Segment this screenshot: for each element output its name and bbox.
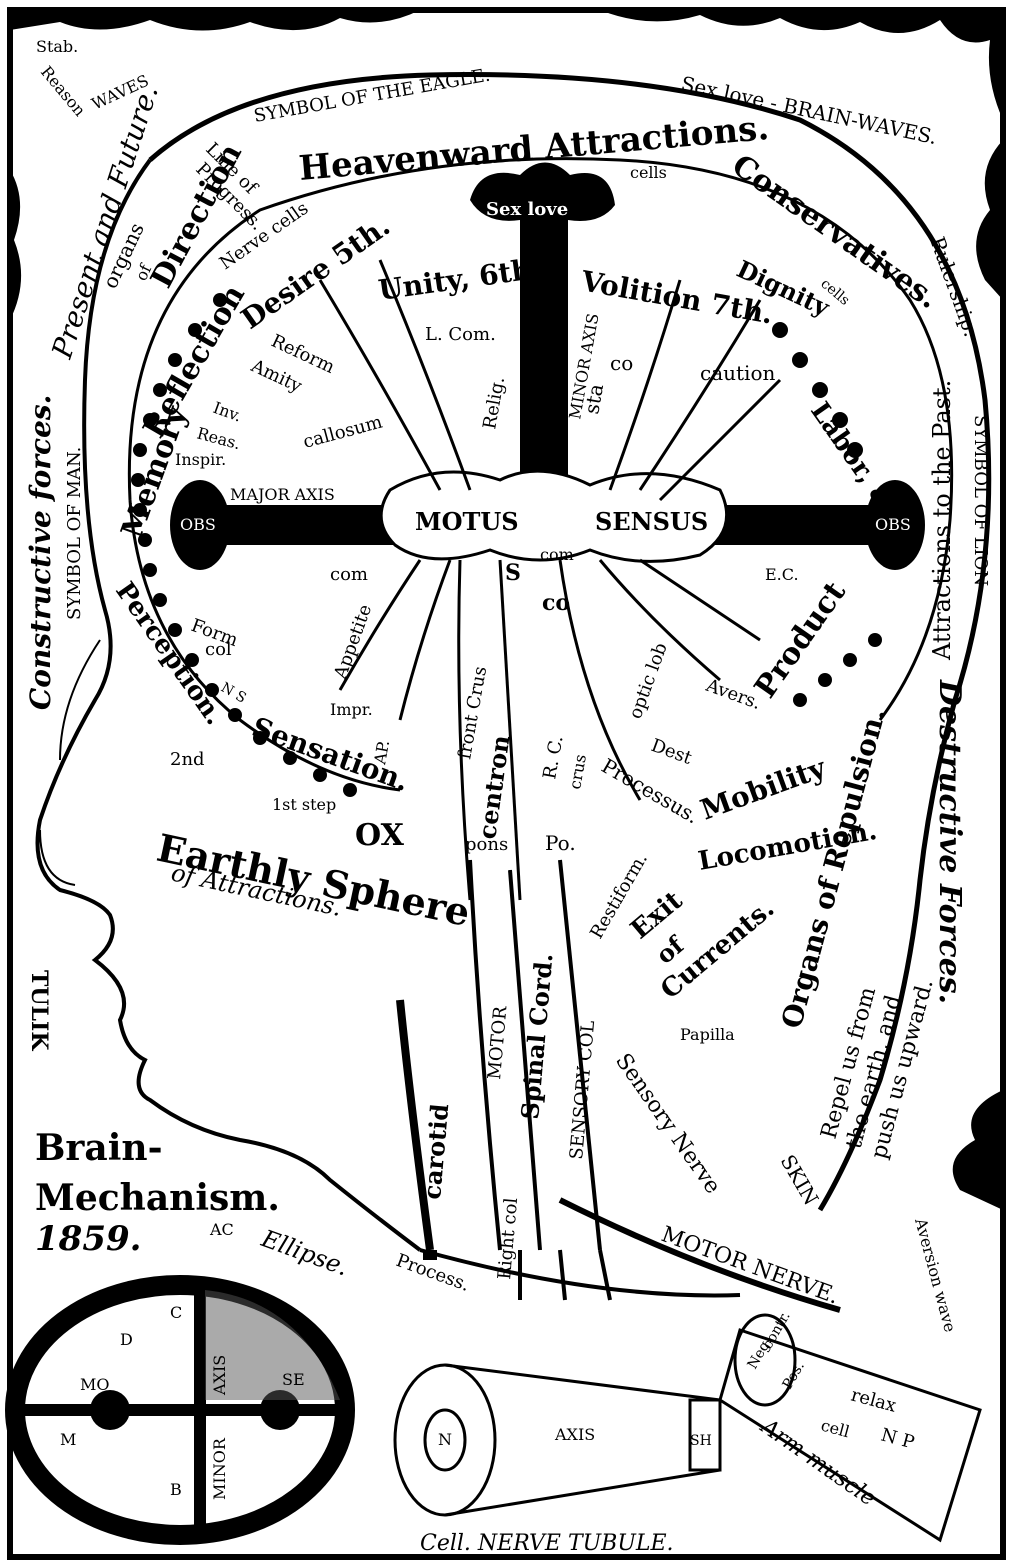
symbol-lion-label: SYMBOL OF LION xyxy=(970,415,991,586)
optic-lob-label: optic lob xyxy=(625,640,672,722)
ellipse-label: Ellipse. xyxy=(257,1224,352,1281)
beaded-nerve-chain xyxy=(131,293,882,797)
brain-label: Brain- xyxy=(35,1127,163,1169)
right-col-label: Right col xyxy=(494,1197,522,1281)
locomotion-label: Locomotion. xyxy=(696,816,879,877)
col-label: col xyxy=(205,639,232,660)
ellipse-se-label: SE xyxy=(282,1370,305,1389)
major-axis-label: MAJOR AXIS xyxy=(230,485,335,504)
cells-top-label: cells xyxy=(630,163,667,182)
ac-label: AC xyxy=(209,1220,234,1239)
sensus-label: SENSUS xyxy=(595,507,708,536)
callosum-label: callosum xyxy=(301,412,385,453)
arm-muscle xyxy=(718,1313,982,1543)
spinal-cord-label: Spinal Cord. xyxy=(515,952,558,1120)
nerve-tubule xyxy=(393,1363,722,1517)
relax-label: relax xyxy=(849,1385,899,1417)
brain-branches xyxy=(318,259,782,901)
obs-left-label: OBS xyxy=(180,515,216,534)
n-p-label: N P xyxy=(879,1425,917,1454)
caution-label: caution xyxy=(700,361,775,385)
centron-label: centron xyxy=(472,733,515,841)
attractions-past-label: Attractions to the Past. xyxy=(928,380,956,661)
corner-reason-label: Reason xyxy=(37,62,90,120)
ellipse-m-label: M xyxy=(60,1430,76,1449)
ellipse-mo-label: MO xyxy=(80,1375,110,1394)
spinal-cord xyxy=(396,859,841,1313)
head-profile xyxy=(35,72,992,1298)
axis-label: AXIS xyxy=(554,1425,595,1444)
present-future-label: Present and Future. xyxy=(45,81,165,363)
symbol-man-label: SYMBOL OF MAN. xyxy=(64,447,85,620)
aversion-wave-label: Aversion wave xyxy=(911,1215,960,1334)
n-label: N xyxy=(438,1430,452,1449)
r-c-label: R. C. xyxy=(539,734,567,781)
ox-label: OX xyxy=(355,818,405,853)
unity-label: Unity, 6th. xyxy=(376,251,543,306)
co-mark-label: co xyxy=(542,590,570,616)
pons-label: pons xyxy=(465,834,508,855)
l-com-label: L. Com. xyxy=(425,324,496,345)
crus-label: crus xyxy=(565,753,590,791)
ellipse-d-label: D xyxy=(120,1330,133,1349)
sensory-nerve-label: Sensory Nerve xyxy=(610,1049,725,1198)
organs-repulsion-label: Organs of Repulsion. xyxy=(775,704,892,1031)
central-cross-structure xyxy=(170,162,925,570)
sh-label: SH xyxy=(690,1433,712,1449)
obs-right-label: OBS xyxy=(875,515,911,534)
first-step-label: 1st step xyxy=(272,795,336,814)
carotid-label: carotid xyxy=(417,1102,454,1200)
ellipse-c-label: C xyxy=(170,1303,182,1322)
destructive-forces-label: Destructive Forces. xyxy=(932,679,967,1004)
motor-col-label: MOTOR xyxy=(484,1005,511,1080)
cell-nerve-tubule-label: Cell. NERVE TUBULE. xyxy=(420,1531,674,1556)
ornamental-border xyxy=(7,7,1006,1560)
symbol-eagle-label: SYMBOL OF THE EAGLE. xyxy=(252,65,492,127)
motus-label: MOTUS xyxy=(415,507,519,536)
constructive-forces-label: Constructive forces. xyxy=(24,395,57,710)
mobility-label: Mobility xyxy=(696,751,830,827)
ellipse-diagram xyxy=(5,1275,355,1545)
ellipse-b-label: B xyxy=(170,1480,182,1499)
second-label: 2nd xyxy=(170,749,205,770)
sensory-col-label: SENSORY COL xyxy=(566,1020,599,1161)
pos-label: Pos. xyxy=(780,1359,808,1392)
sexlove-label: Sex love xyxy=(486,199,568,220)
exit-label: Exit xyxy=(625,886,688,946)
skin-label: SKIN xyxy=(776,1151,824,1210)
ec-label: E.C. xyxy=(765,565,799,584)
impr-label: Impr. xyxy=(330,700,373,719)
corner-stab-label: Stab. xyxy=(36,37,78,56)
ellipse-minor-label: MINOR xyxy=(210,1437,229,1500)
ap-label: AP. xyxy=(370,739,393,767)
ellipse-axis-label: AXIS xyxy=(210,1355,229,1396)
papilla-label: Papilla xyxy=(680,1025,735,1044)
inspir-label: Inspir. xyxy=(175,450,226,469)
s-mark-label: S xyxy=(505,560,521,586)
reas-label: Reas. xyxy=(195,424,243,454)
cell-label: cell xyxy=(819,1416,852,1442)
inv-label: Inv. xyxy=(211,398,245,426)
tulik-label: TULIK xyxy=(26,970,52,1051)
sta-label: sta xyxy=(579,382,608,416)
product-label: Product xyxy=(748,575,853,704)
co-label: co xyxy=(610,351,633,375)
year-label: 1859. xyxy=(35,1219,141,1259)
neg-label: Neg. xyxy=(745,1335,776,1372)
mechanism-label: Mechanism. xyxy=(35,1177,280,1219)
com-center-label: com xyxy=(540,545,574,564)
arm-muscle-label: Arm-muscle xyxy=(755,1413,880,1511)
organs-direction-label-3: Direction xyxy=(144,138,249,294)
dest-label: Dest xyxy=(648,735,695,769)
po-label: Po. xyxy=(545,831,576,855)
relig-label: Relig. xyxy=(479,375,509,431)
com-left-label: com xyxy=(330,564,368,585)
